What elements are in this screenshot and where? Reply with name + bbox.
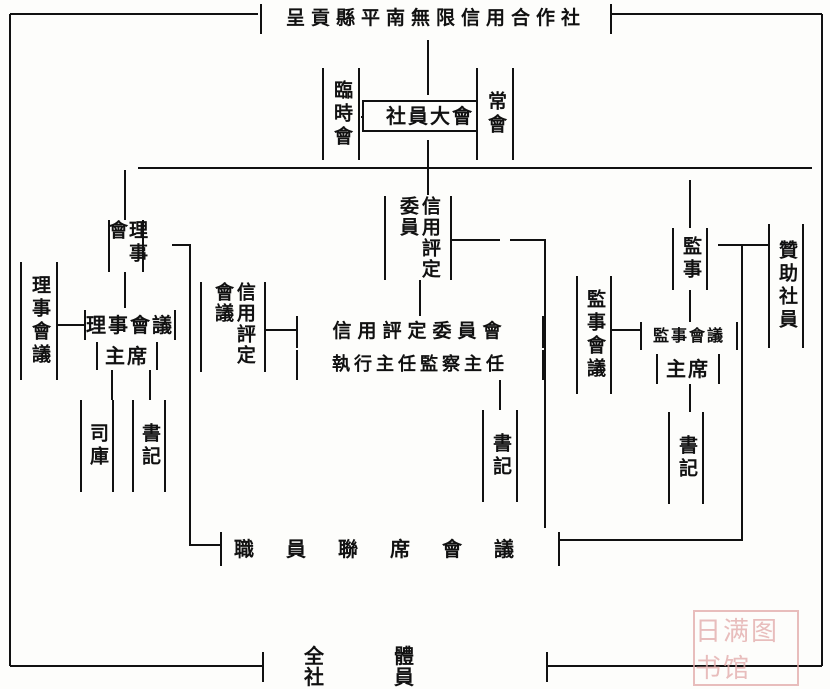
credit-secretary-label: 書記 xyxy=(489,433,512,479)
extraordinary-meeting-box: 臨時會 xyxy=(322,68,360,160)
credit-assessment-meeting-box: 信用評定會議 xyxy=(200,282,266,372)
treasurer-label: 司庫 xyxy=(86,423,109,469)
sponsor-members-box: 贊助社員 xyxy=(768,224,804,348)
credit-committee-meeting-box: 信用評定委員會 xyxy=(296,316,544,348)
sponsor-members-label: 贊助社員 xyxy=(775,240,798,332)
joint-meeting-box: 職員聯席會議 xyxy=(220,532,560,566)
credit-committee-box: 信用評定委員 xyxy=(384,196,452,280)
supervisors-box: 監事 xyxy=(672,228,708,290)
joint-meeting-label: 職員聯席會議 xyxy=(234,536,546,561)
general-meeting-label: 社員大會 xyxy=(386,103,474,128)
supervisors-label: 監事 xyxy=(679,236,702,282)
treasurer-box: 司庫 xyxy=(80,400,114,492)
extraordinary-meeting-label: 臨時會 xyxy=(330,79,353,149)
credit-committee-label: 信用評定委員 xyxy=(397,196,441,280)
supervisors-secretary-label: 書記 xyxy=(675,435,698,481)
supervisors-meeting-box: 監事會議 xyxy=(640,322,738,350)
regular-meeting-label: 常會 xyxy=(484,91,507,137)
board-chair-box: 主席 xyxy=(96,342,158,370)
board-meeting-box: 理事會議 xyxy=(84,310,176,340)
board-box: 理事會 xyxy=(106,220,148,272)
supervisors-secretary-box: 書記 xyxy=(668,412,704,504)
supervisors-chair-box: 主席 xyxy=(656,354,720,384)
board-chair-label: 主席 xyxy=(105,343,149,368)
board-label: 理事會 xyxy=(106,220,148,266)
board-meeting-label: 理事會議 xyxy=(86,312,174,337)
library-stamp-text: 日满图书馆 xyxy=(695,617,780,684)
credit-officers-label: 執行主任監察主任 xyxy=(332,353,508,375)
credit-committee-meeting-label: 信用評定委員會 xyxy=(332,320,508,343)
supervisors-meeting-label: 監事會議 xyxy=(652,325,725,345)
credit-officers-box: 執行主任監察主任 xyxy=(296,350,544,380)
board-secretary-box: 書記 xyxy=(132,400,166,492)
board-meeting-vertical-box: 理事會議 xyxy=(20,262,58,380)
supervisors-meeting-vertical-label: 監事會議 xyxy=(583,289,606,381)
all-members-box: 全體社員 xyxy=(262,646,548,688)
board-secretary-label: 書記 xyxy=(138,423,161,469)
supervisors-chair-label: 主席 xyxy=(666,356,710,381)
title-box: 呈貢縣平南無限信用合作社 xyxy=(260,4,612,34)
general-meeting-box: 社員大會 xyxy=(362,100,498,132)
board-meeting-vertical-label: 理事會議 xyxy=(28,275,51,367)
supervisors-meeting-vertical-box: 監事會議 xyxy=(576,276,612,394)
page-title: 呈貢縣平南無限信用合作社 xyxy=(285,7,586,30)
library-stamp: 日满图书馆 xyxy=(693,610,799,686)
credit-secretary-box: 書記 xyxy=(482,410,518,502)
regular-meeting-box: 常會 xyxy=(476,68,514,160)
all-members-label: 全體社員 xyxy=(304,644,484,689)
credit-assessment-meeting-label: 信用評定會議 xyxy=(212,282,256,366)
